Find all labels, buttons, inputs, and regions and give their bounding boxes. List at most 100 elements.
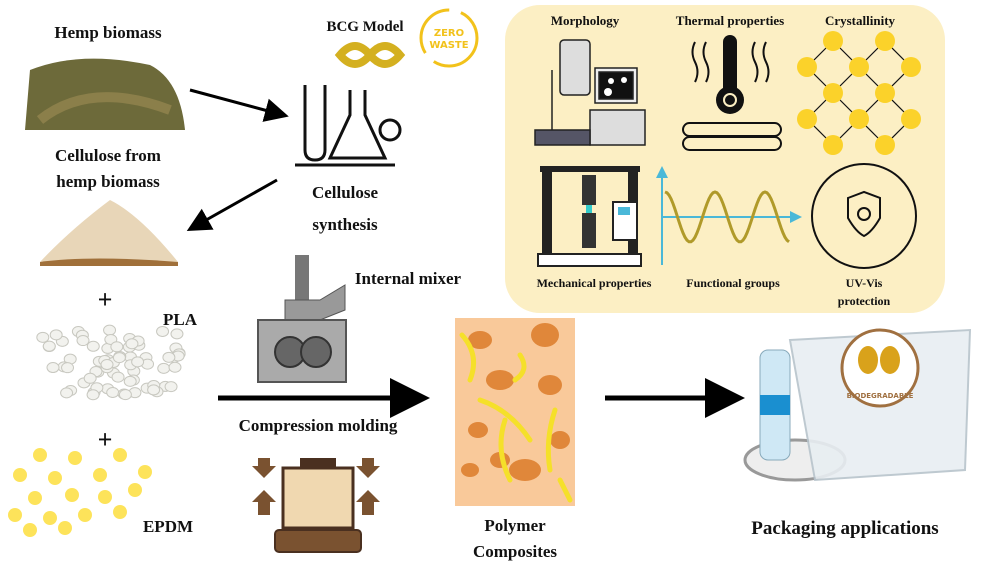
pla-pellet — [157, 326, 169, 336]
lab-flask-icon — [295, 85, 400, 165]
pla-pellet — [165, 382, 177, 392]
pla-pellet — [163, 352, 175, 362]
hemp-biomass-image — [25, 59, 185, 130]
composite-particle — [461, 463, 479, 477]
internal-mixer-label: Internal mixer — [355, 269, 462, 288]
pla-pellet — [107, 387, 119, 397]
pla-pellet — [104, 325, 116, 335]
composite-particle — [550, 431, 570, 449]
epdm-particle — [13, 468, 27, 482]
pla-pellet — [43, 341, 55, 351]
zero-waste-badge: ZERO WASTE — [421, 10, 477, 66]
pla-pellet — [50, 330, 62, 340]
epdm-particle — [48, 471, 62, 485]
pla-pellet — [119, 390, 131, 400]
pla-pellet — [148, 385, 160, 395]
lattice-node — [823, 83, 843, 103]
packaging-image: BIODEGRADABLE — [745, 330, 970, 480]
lattice-node — [875, 31, 895, 51]
plus-sign-1: + — [98, 285, 113, 314]
composite-particle — [486, 370, 514, 390]
epdm-particle — [98, 490, 112, 504]
internal-mixer-icon — [258, 255, 346, 382]
lattice-node — [849, 57, 869, 77]
epdm-particle — [78, 508, 92, 522]
pla-pellet — [37, 332, 49, 342]
epdm-particle — [128, 483, 142, 497]
pla-pellet — [111, 342, 123, 352]
epdm-particle — [65, 488, 79, 502]
pla-pellet — [101, 360, 113, 370]
lattice-node — [823, 31, 843, 51]
lattice-node — [901, 109, 921, 129]
lattice-node — [797, 57, 817, 77]
plus-sign-2: + — [98, 425, 113, 454]
functional-label: Functional groups — [686, 276, 780, 290]
lattice-node — [901, 57, 921, 77]
pla-label: PLA — [163, 310, 198, 329]
lattice-node — [849, 109, 869, 129]
lattice-node — [875, 135, 895, 155]
compression-press-icon — [252, 458, 380, 552]
epdm-particle — [33, 448, 47, 462]
pla-pellet — [87, 390, 99, 400]
pla-pellets-image — [37, 325, 185, 400]
epdm-particle — [28, 491, 42, 505]
lattice-node — [797, 109, 817, 129]
arrow-synthesis-to-cellulose — [192, 180, 277, 228]
epdm-particle — [93, 468, 107, 482]
uvvis-label-1: UV-Vis — [846, 276, 883, 290]
synthesis-label-1: Cellulose — [312, 183, 379, 202]
pla-pellet — [158, 363, 170, 373]
composite-particle — [468, 422, 488, 438]
epdm-particle — [58, 521, 72, 535]
pla-pellet — [84, 373, 96, 383]
biodegradable-badge-text: BIODEGRADABLE — [847, 392, 914, 400]
pla-pellet — [171, 329, 183, 339]
svg-text:ZERO: ZERO — [434, 28, 464, 39]
composites-label-1: Polymer — [484, 516, 546, 535]
lattice-node — [875, 83, 895, 103]
compression-molding-label: Compression molding — [239, 416, 398, 435]
hemp-biomass-label: Hemp biomass — [54, 23, 162, 42]
epdm-label: EPDM — [143, 517, 193, 536]
composite-particle — [538, 375, 562, 395]
pla-pellet — [47, 363, 59, 373]
uvvis-label-2: protection — [838, 294, 891, 308]
synthesis-label-2: synthesis — [312, 215, 378, 234]
pla-pellet — [113, 353, 125, 363]
composites-label-2: Composites — [473, 542, 557, 561]
bcg-model-label: BCG Model — [326, 19, 403, 35]
epdm-particle — [113, 448, 127, 462]
cellulose-powder-image — [40, 200, 178, 262]
svg-text:WASTE: WASTE — [429, 40, 468, 51]
pla-pellet — [124, 376, 136, 386]
thermal-label: Thermal properties — [676, 13, 784, 28]
cellulose-label-2: hemp biomass — [56, 172, 160, 191]
cellulose-label-1: Cellulose from — [55, 146, 161, 165]
epdm-particles-image — [8, 448, 152, 537]
epdm-particle — [23, 523, 37, 537]
epdm-particle — [113, 505, 127, 519]
pla-pellet — [132, 357, 144, 367]
morphology-label: Morphology — [551, 13, 620, 28]
pla-pellet — [62, 363, 74, 373]
arrow-biomass-to-synthesis — [190, 90, 283, 115]
composite-particle — [509, 459, 541, 481]
epdm-particle — [138, 465, 152, 479]
epdm-particle — [68, 451, 82, 465]
epdm-particle — [43, 511, 57, 525]
composite-particle — [531, 323, 559, 347]
infinity-loop-icon — [340, 46, 400, 64]
pla-pellet — [77, 336, 89, 346]
pla-pellet — [61, 388, 73, 398]
pla-pellet — [126, 339, 138, 349]
pla-pellet — [87, 341, 99, 351]
epdm-particle — [8, 508, 22, 522]
mechanical-label: Mechanical properties — [537, 276, 652, 290]
lattice-node — [823, 135, 843, 155]
pla-pellet — [112, 372, 124, 382]
packaging-label: Packaging applications — [751, 518, 938, 539]
